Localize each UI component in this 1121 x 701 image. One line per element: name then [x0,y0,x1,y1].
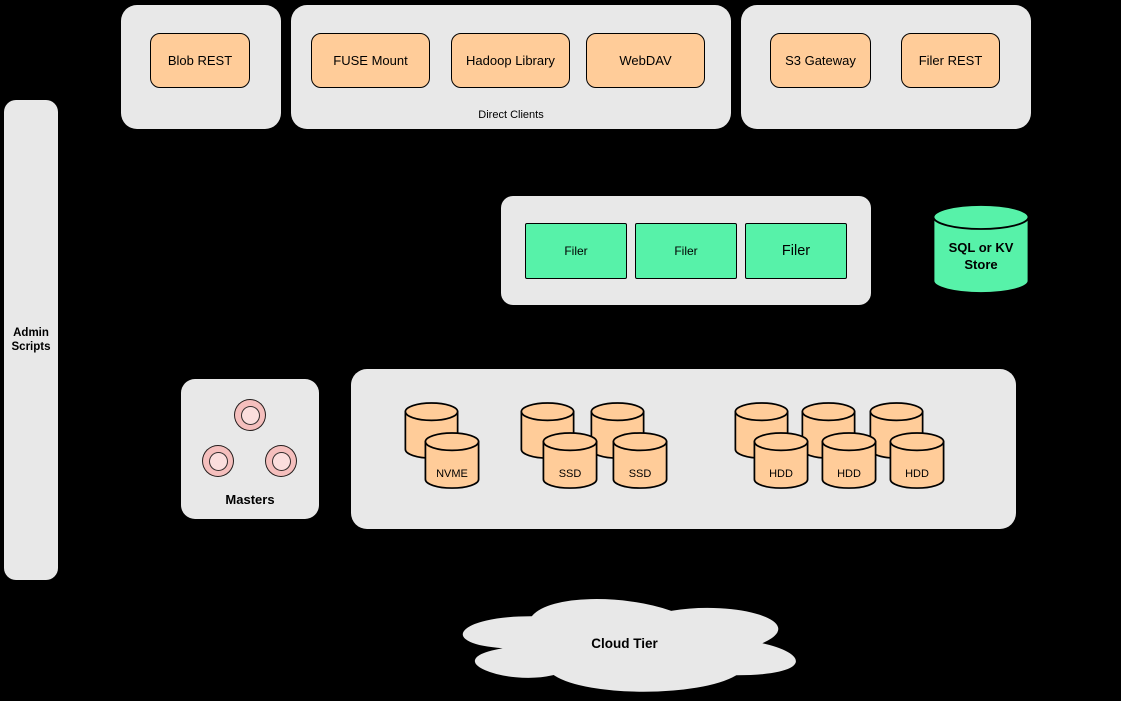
cloud-tier-label: Cloud Tier [591,635,658,651]
cylinder-shape [932,204,1030,294]
filer-group: Filer Filer Filer [501,196,871,305]
direct-clients-group: FUSE Mount Hadoop Library WebDAV Direct … [291,5,731,129]
cylinder-shape [612,432,668,489]
nvme-cylinder-front: NVME [423,432,481,490]
hdd-label: HDD [769,468,793,480]
masters-group: Masters [181,379,319,519]
filer-node: Filer [635,223,737,279]
blob-rest-node: Blob REST [150,33,250,88]
webdav-node: WebDAV [586,33,705,88]
sql-kv-store-cylinder: SQL or KV Store [931,204,1031,296]
hadoop-library-node: Hadoop Library [451,33,570,88]
s3-gateway-node: S3 Gateway [770,33,871,88]
hdd-cylinder-front: HDD [820,432,878,490]
cylinder-shape [889,432,945,489]
cylinder-shape [424,432,480,489]
ssd-label: SSD [628,468,652,480]
hdd-label: HDD [837,468,861,480]
filer-node: Filer [745,223,847,279]
ssd-cylinder-front: SSD [611,432,669,490]
hdd-cylinder-front: HDD [752,432,810,490]
nvme-cylinder-back [403,402,460,460]
cylinder-shape [753,432,809,489]
cloud-icon [459,597,799,694]
filer-rest-node: Filer REST [901,33,1000,88]
hdd-cylinder-front: HDD [888,432,946,490]
sql-kv-store-label: SQL or KV Store [948,240,1014,272]
direct-clients-caption: Direct Clients [478,109,544,121]
volume-servers-group: NVME SSD SSD [351,369,1016,529]
cylinder-shape [821,432,877,489]
admin-scripts-label: Admin Scripts [11,326,51,353]
master-node-icon [234,399,266,431]
masters-label: Masters [225,492,275,507]
nvme-label: NVME [436,468,468,480]
ssd-cylinder-front: SSD [541,432,599,490]
master-node-icon [265,445,297,477]
master-node-inner-icon [208,451,228,471]
master-node-inner-icon [271,451,291,471]
admin-scripts-panel: Admin Scripts [4,100,58,580]
cloud-tier-shape: Cloud Tier [437,588,812,698]
master-node-icon [202,445,234,477]
cylinder-shape [542,432,598,489]
gateway-group: S3 Gateway Filer REST [741,5,1031,129]
blob-rest-group: Blob REST [121,5,281,129]
hdd-label: HDD [905,468,929,480]
ssd-label: SSD [558,468,582,480]
fuse-mount-node: FUSE Mount [311,33,430,88]
master-node-inner-icon [240,405,260,425]
filer-node: Filer [525,223,627,279]
cylinder-shape [404,402,459,459]
